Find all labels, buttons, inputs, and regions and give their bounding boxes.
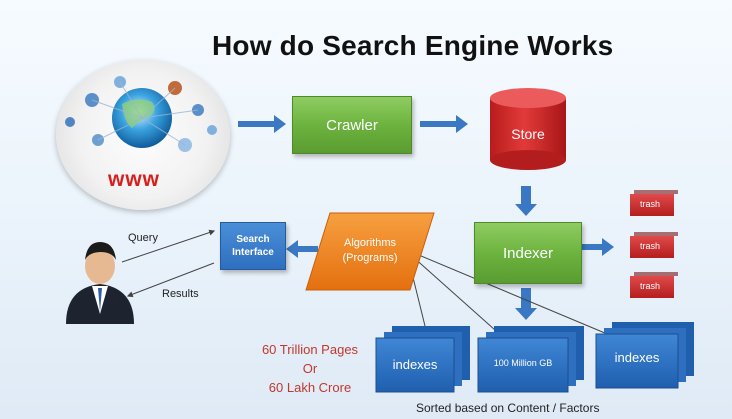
algorithms-label: Algorithms (Programs) (318, 236, 422, 266)
arrow-store-to-indexer (515, 186, 537, 216)
crawler-label: Crawler (326, 116, 378, 134)
trash-label-2: trash (639, 241, 660, 251)
store-cylinder-icon (490, 88, 566, 170)
pages-note-line1: 60 Trillion Pages (261, 342, 359, 357)
crawler-node: Crawler (292, 96, 412, 154)
algorithms-label-line1: Algorithms (344, 237, 396, 249)
www-label: www (108, 168, 161, 191)
indexer-label: Indexer (502, 244, 554, 262)
query-label: Query (128, 232, 158, 244)
algorithms-shape (305, 212, 435, 291)
index-label-3: indexes (614, 350, 660, 365)
trash-label-3: trash (639, 281, 660, 291)
arrow-crawler-to-store (420, 115, 468, 133)
user-avatar-icon (66, 242, 134, 324)
algorithms-label-line2: (Programs) (342, 252, 398, 264)
diagram-title: How do Search Engine Works (212, 30, 614, 61)
search-interface-label-line2: Interface (232, 247, 274, 258)
trash-boxes (630, 190, 678, 298)
trash-label-1: trash (639, 199, 660, 209)
index-to-algo-arrow-2 (411, 255, 496, 331)
arrow-algorithms-to-search (286, 240, 318, 258)
flow-arrows (238, 115, 614, 320)
results-label: Results (162, 288, 199, 300)
arrow-indexer-to-trash (582, 238, 614, 256)
indexer-node: Indexer (474, 222, 582, 284)
pages-note-line3: 60 Lakh Crore (268, 380, 352, 395)
index-to-algo-arrow-3 (412, 252, 613, 337)
footer-caption: Sorted based on Content / Factors (416, 401, 600, 415)
index-label-2: 100 Million GB (493, 358, 553, 368)
results-arrow (126, 262, 215, 298)
search-interface-label-line1: Search (236, 234, 270, 245)
query-arrow (121, 229, 216, 263)
arrow-indexer-to-indexes (515, 288, 537, 320)
store-label: Store (511, 126, 545, 142)
www-globe-icon (65, 76, 217, 152)
arrow-globe-to-crawler (238, 115, 286, 133)
search-interface-node: Search Interface (220, 222, 286, 270)
pages-note-line2: Or (302, 361, 318, 376)
index-label-1: indexes (392, 357, 438, 372)
index-stacks (375, 322, 694, 393)
